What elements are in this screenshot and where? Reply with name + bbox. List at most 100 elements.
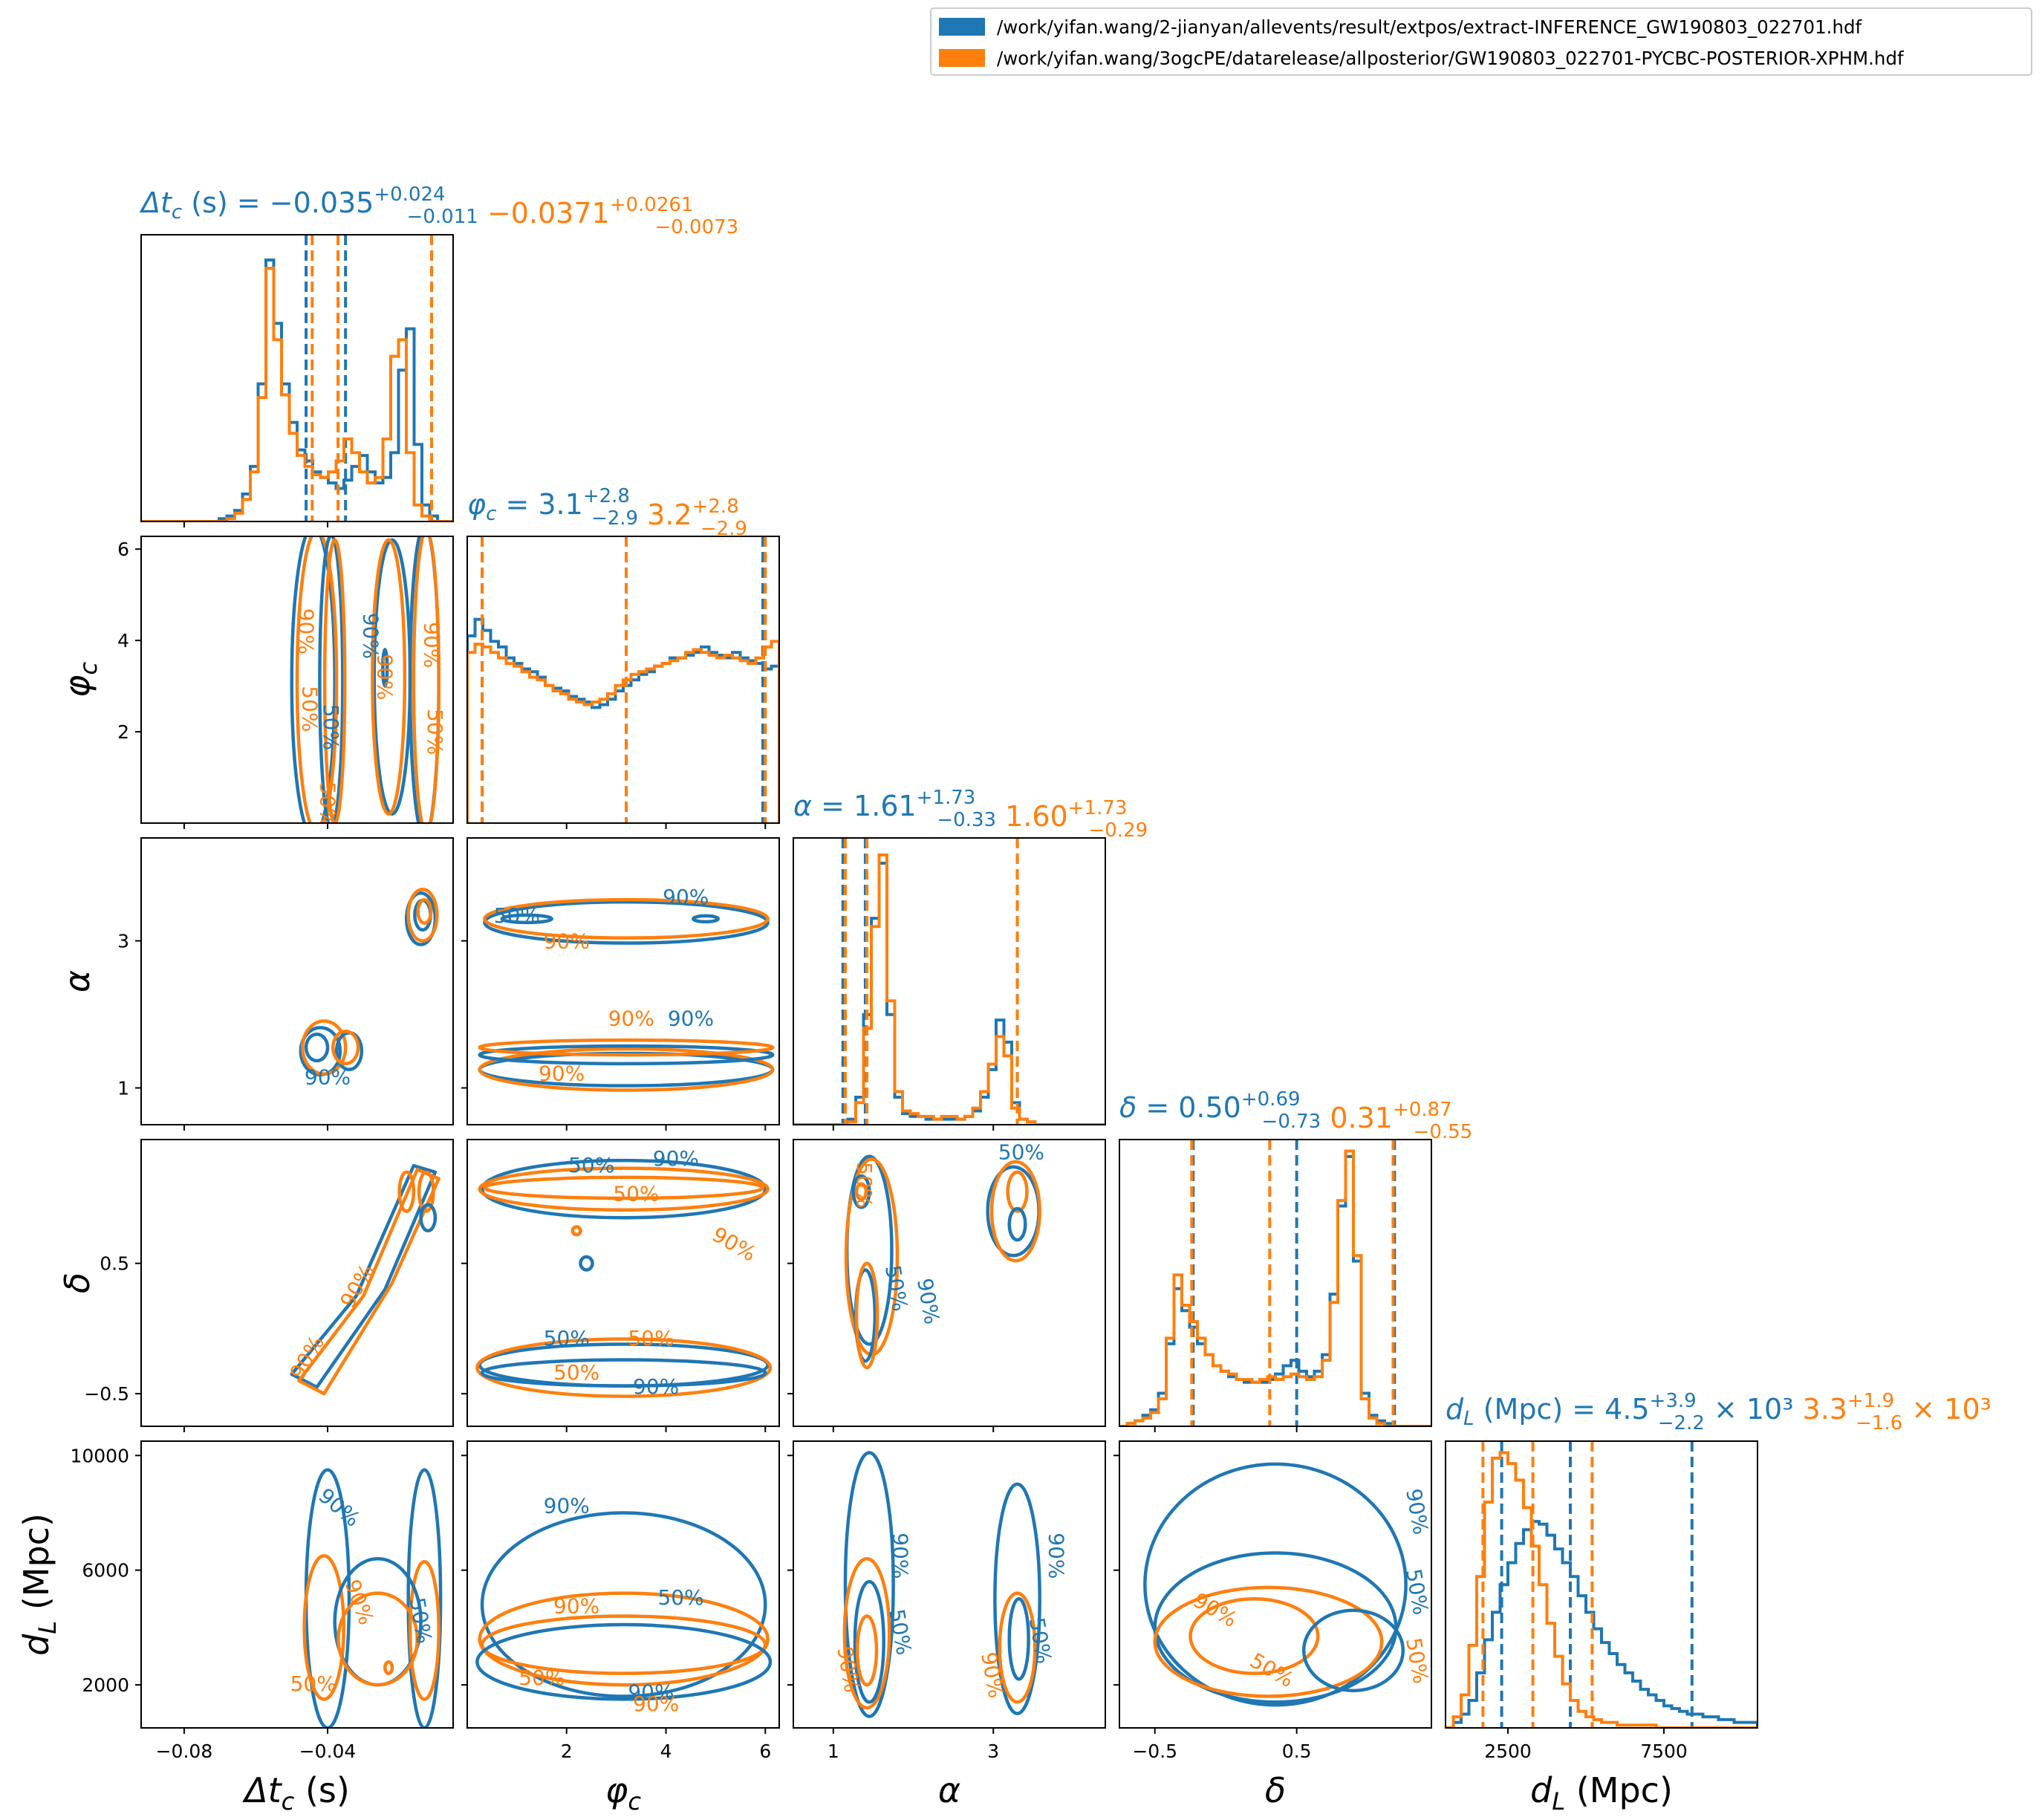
contour-line — [300, 1019, 348, 1076]
contour-line — [480, 1358, 767, 1388]
histogram-step-blue — [1446, 1520, 1758, 1728]
contour-line — [478, 1038, 775, 1057]
y-tick-label: 6000 — [82, 1560, 129, 1582]
title-part: −0.55 — [1414, 1121, 1473, 1143]
contour-label: 50% — [880, 1264, 912, 1313]
x-axis-label-dl: dL (Mpc) — [1530, 1770, 1673, 1816]
contour-label: 90% — [544, 929, 590, 953]
histogram-alpha — [793, 838, 1105, 1125]
label-part: φ — [57, 675, 97, 698]
y-axis-label-delta: δ — [57, 1273, 97, 1293]
y-axis-label-alpha: α — [57, 970, 97, 992]
contour-label: 50% — [315, 781, 339, 828]
title-part: × 10³ — [1902, 1393, 1991, 1426]
title-part: −0.0371 — [478, 197, 610, 230]
y-tick-label: 1 — [117, 1078, 129, 1099]
contour-label: 90% — [553, 1594, 599, 1619]
contour-line — [406, 888, 439, 943]
contour-line — [692, 914, 720, 924]
contour-line — [417, 1170, 435, 1213]
contour-panel-dtc-phic: 90%90%50%50%90%50%90%50% — [290, 536, 447, 828]
contour-line — [483, 897, 770, 940]
x-tick-label: 6 — [759, 1741, 771, 1762]
title-part: +0.024 — [374, 183, 445, 206]
contour-line — [416, 897, 433, 926]
x-tick-label: 2500 — [1484, 1741, 1532, 1762]
contour-label: 90% — [293, 608, 318, 654]
title-part: 0.31 — [1321, 1102, 1393, 1134]
title-phic: φc = 3.1+2.8−2.9 3.2+2.8−2.9 — [467, 485, 747, 540]
title-part: c — [172, 201, 182, 224]
title-part: = 0.50 — [1137, 1091, 1241, 1124]
contour-label: 50% — [628, 1326, 674, 1351]
label-part: Δ — [242, 1770, 267, 1810]
contour-line — [1301, 1608, 1405, 1693]
label-part: (s) — [294, 1770, 349, 1810]
x-axis-label-delta: δ — [1265, 1770, 1286, 1810]
panel-frame — [140, 234, 454, 522]
histogram-step-blue — [467, 617, 779, 823]
contour-panel-phic-dl: 90%50%90%50%90%90% — [475, 1494, 773, 1716]
histogram-step-orange — [793, 853, 1105, 1125]
title-part: δ — [1119, 1091, 1137, 1124]
title-part: 1.60 — [996, 800, 1068, 833]
contour-label: 50% — [297, 686, 322, 732]
contour-line — [989, 1160, 1041, 1263]
contour-label: 90% — [708, 1222, 760, 1267]
contour-panel-delta-dl: 90%50%90%50%50% — [1143, 1462, 1433, 1707]
contour-line — [372, 538, 412, 816]
title-part: L — [1463, 1408, 1474, 1430]
title-part: +1.9 — [1847, 1390, 1894, 1412]
contour-line — [1143, 1462, 1408, 1707]
panel-frame — [1119, 1139, 1432, 1427]
x-tick-label: −0.08 — [156, 1741, 213, 1762]
contour-label: 90% — [544, 1494, 590, 1518]
label-part: d — [1530, 1770, 1552, 1810]
x-tick-label: −0.04 — [299, 1741, 357, 1762]
legend-entry-blue: /work/yifan.wang/2-jianyan/allevents/res… — [939, 12, 1861, 42]
y-tick-label: 10000 — [70, 1445, 129, 1466]
contour-label: 50% — [290, 1671, 336, 1696]
contour-panel-alpha-dl: 90%90%50%50%90%90% — [832, 1451, 1069, 1718]
title-part: × 10³ — [1705, 1393, 1794, 1426]
contour-label: 50% — [852, 1162, 877, 1208]
histogram-step-orange — [467, 640, 779, 823]
histogram-phic — [467, 536, 779, 823]
contour-label: 90% — [1401, 1486, 1433, 1536]
panel-frame — [793, 837, 1106, 1125]
contour-label: 90% — [976, 1650, 1008, 1700]
legend-swatch-orange — [939, 49, 985, 67]
contour-line — [478, 1591, 770, 1687]
y-tick-label: 0.5 — [100, 1253, 129, 1275]
title-part: +0.69 — [1241, 1088, 1301, 1111]
contour-line — [854, 1182, 868, 1201]
contour-label: 90% — [1044, 1533, 1069, 1579]
title-part: +3.9 — [1650, 1390, 1697, 1412]
contour-label: 90% — [633, 1374, 679, 1399]
title-dtc: Δtc (s) = −0.035+0.024−0.011 −0.0371+0.0… — [139, 183, 738, 238]
label-part: α — [938, 1770, 960, 1810]
contour-label: 50% — [1246, 1648, 1298, 1692]
title-delta: δ = 0.50+0.69−0.73 0.31+0.87−0.55 — [1119, 1088, 1472, 1143]
panel-frame — [466, 837, 780, 1125]
contour-line — [412, 536, 440, 823]
contour-line — [480, 1158, 767, 1220]
contour-line — [993, 1482, 1041, 1715]
title-part: (s) = −0.035 — [182, 186, 374, 219]
contour-line — [318, 536, 345, 823]
contour-label: 90% — [888, 1533, 913, 1579]
contour-label: 90% — [340, 1576, 379, 1628]
contour-line — [480, 1511, 767, 1698]
panel-frame — [1119, 1440, 1432, 1729]
title-part: −0.73 — [1262, 1111, 1321, 1133]
contour-line — [290, 536, 336, 823]
y-tick-label: 4 — [117, 630, 129, 651]
contour-line — [304, 1033, 330, 1063]
contour-line — [483, 1175, 765, 1200]
title-part: Δ — [139, 186, 160, 219]
label-part: (Mpc) — [1565, 1770, 1673, 1810]
contour-line — [331, 1030, 360, 1066]
title-alpha: α = 1.61+1.73−0.33 1.60+1.73−0.29 — [793, 787, 1148, 842]
contour-line — [1189, 1597, 1320, 1675]
label-part: δ — [57, 1273, 97, 1293]
